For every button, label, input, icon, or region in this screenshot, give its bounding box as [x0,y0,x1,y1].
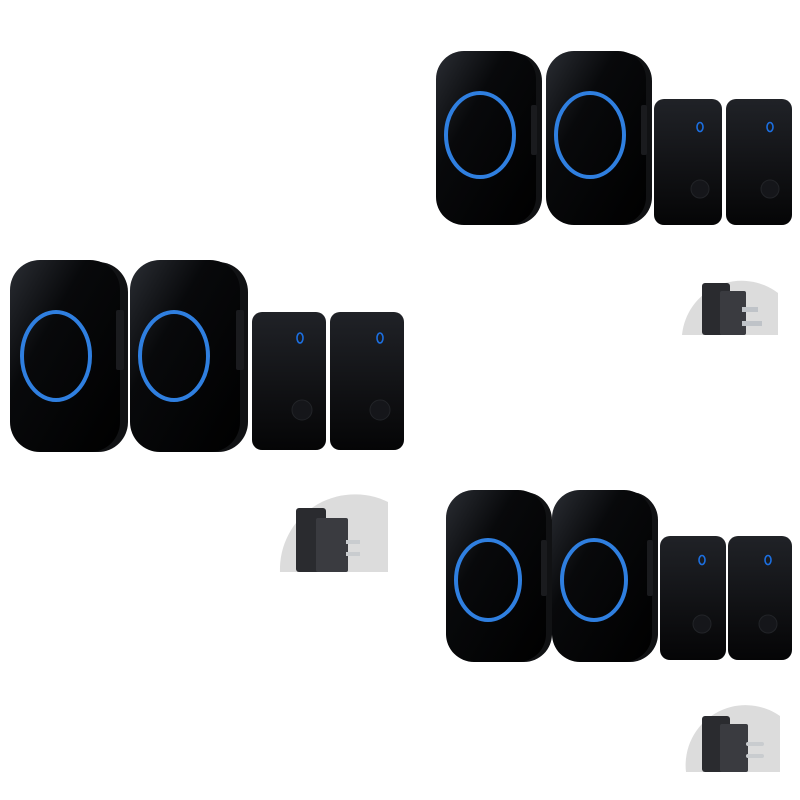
eu-plug-icon [685,705,780,772]
doorbell-kit-us [0,250,410,580]
receiver-chime-1 [10,260,128,452]
receiver-chime-2 [546,51,652,225]
transmitter-button-2 [330,312,404,450]
doorbell-kit-eu [440,480,800,780]
transmitter-button-2 [728,536,792,660]
doorbell-kit-uk [430,45,800,345]
transmitter-button-2 [726,99,792,225]
receiver-chime-2 [552,490,658,662]
uk-plug-icon [682,280,778,335]
doorbell-kit-us-graphic [10,260,404,572]
us-plug-icon [279,494,388,572]
transmitter-button-1 [654,99,722,225]
transmitter-button-1 [252,312,326,450]
receiver-chime-2 [130,260,248,452]
doorbell-kit-eu-graphic [446,490,792,772]
receiver-chime-1 [436,51,542,225]
doorbell-kit-uk-graphic [436,51,792,335]
receiver-chime-1 [446,490,552,662]
transmitter-button-1 [660,536,726,660]
